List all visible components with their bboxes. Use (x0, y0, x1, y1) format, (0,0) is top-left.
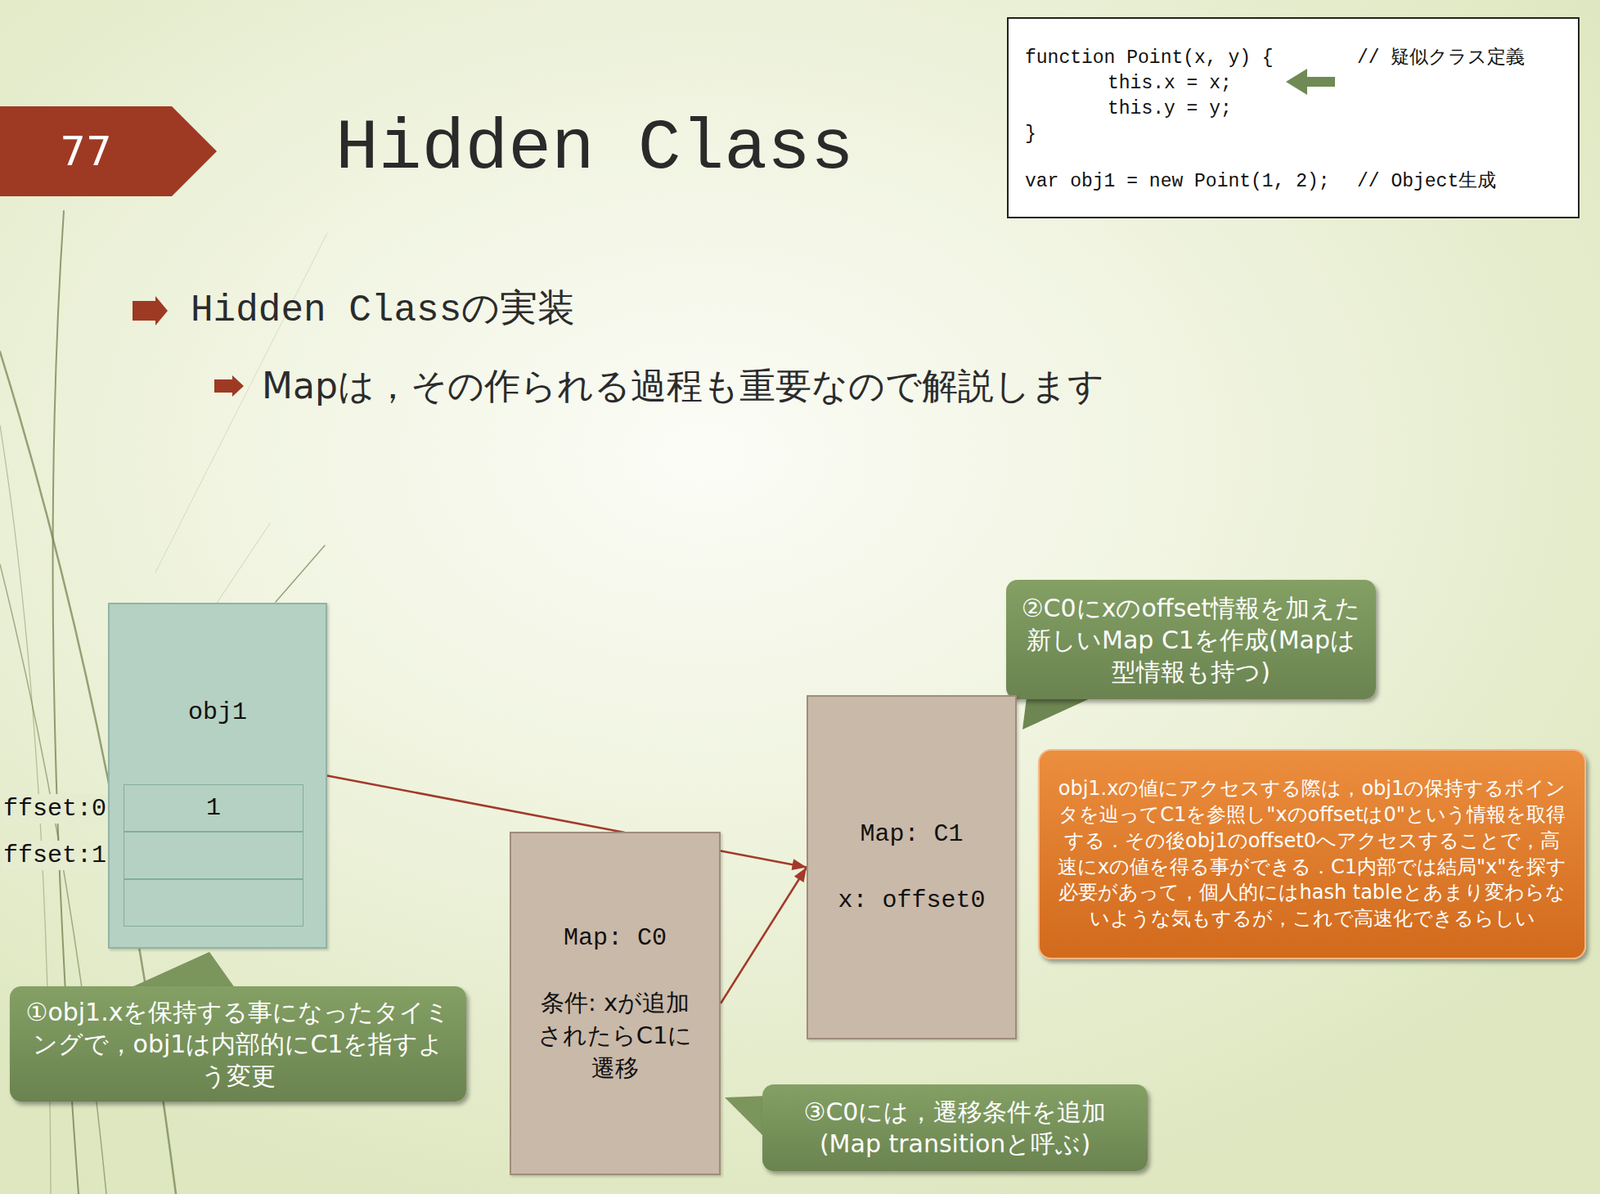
node-text: var obj1 = new Point(1, 2); (1024, 170, 1331, 194)
callout-tail (122, 952, 238, 992)
node-text: ①obj1.xを保持する事になったタイミングで，obj1は内部的にC1を指すよう… (9, 996, 467, 1093)
callout-tail (724, 1096, 766, 1139)
node-text: function Point(x, y) { (1024, 46, 1274, 70)
callout-box: ③C0には，遷移条件を追加(Map transitionと呼ぶ) (762, 1084, 1148, 1172)
bullet-arrow (214, 375, 244, 397)
slot-cell (123, 831, 304, 880)
callout-box: ②C0にxのoffset情報を加えた新しいMap C1を作成(Mapは型情報も持… (1006, 579, 1376, 700)
slide-number: 77 (0, 126, 172, 176)
sub-bullet-text: Mapは，その作られる過程も重要なので解説します (261, 363, 1105, 409)
node-text: 条件: xが追加されたらC1に遷移 (537, 986, 693, 1085)
map-box: Map: C1 x: offset0 (806, 695, 1017, 1040)
slide-number-tab (0, 106, 217, 197)
object-box: obj1 1 (107, 602, 328, 949)
node-text: x: offset0 (837, 884, 985, 917)
node-text: this.y = y; (1107, 97, 1232, 121)
slot-cell (123, 879, 304, 927)
node-text: obj1.xの値にアクセスする際は，obj1の保持するポインタを辿ってC1を参照… (1039, 776, 1585, 932)
node-text: // Object生成 (1357, 170, 1497, 194)
map-box: Map: C0 条件: xが追加されたらC1に遷移 (509, 831, 721, 1176)
node-text: ③C0には，遷移条件を追加(Map transitionと呼ぶ) (762, 1096, 1148, 1160)
node-text: 1 (206, 793, 221, 823)
node-text: Map: C1 (859, 818, 963, 850)
offset-label: ffset:0 (1, 794, 108, 824)
offset-label: ffset:1 (1, 840, 108, 871)
slot-cell: 1 (123, 784, 304, 832)
bullet-arrow (132, 296, 168, 326)
code-box: function Point(x, y) { // 疑似クラス定義 this.x =… (1006, 17, 1580, 219)
node-text: // 疑似クラス定義 (1357, 46, 1525, 70)
callout-tail (1022, 697, 1093, 730)
pointer-arrow (720, 867, 807, 1005)
node-text: } (1024, 122, 1037, 146)
node-text: obj1 (109, 696, 326, 729)
note-box: obj1.xの値にアクセスする際は，obj1の保持するポインタを辿ってC1を参照… (1038, 749, 1587, 960)
node-text: ②C0にxのoffset情報を加えた新しいMap C1を作成(Mapは型情報も持… (1006, 592, 1376, 688)
callout-box: ①obj1.xを保持する事になったタイミングで，obj1は内部的にC1を指すよう… (9, 986, 467, 1102)
node-text: Map: C0 (563, 922, 667, 954)
decor-line (275, 545, 325, 603)
bullet-text: Hidden Classの実装 (190, 286, 576, 336)
node-text: this.x = x; (1107, 71, 1232, 95)
